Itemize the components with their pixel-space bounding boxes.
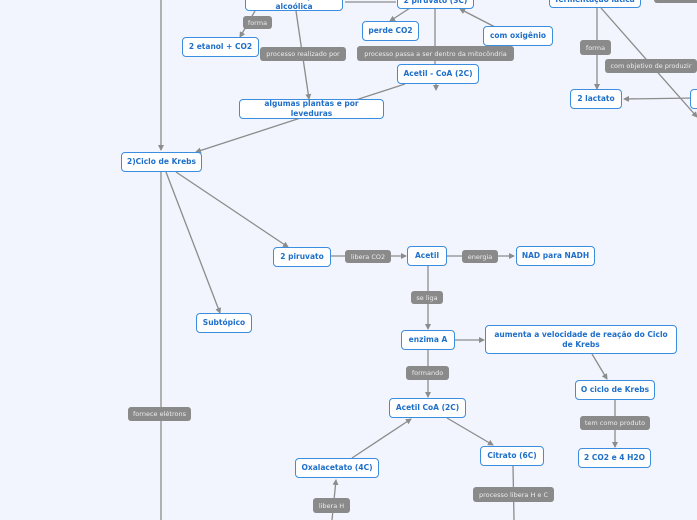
edge-label-se-liga: se liga xyxy=(411,291,443,304)
node-com-oxigenio[interactable]: com oxigênio xyxy=(483,26,553,46)
edge xyxy=(165,171,222,314)
node-partial-right[interactable] xyxy=(690,89,697,109)
node-nad-nadh[interactable]: NAD para NADH xyxy=(516,246,595,266)
node-etanol-co2[interactable]: 2 etanol + CO2 xyxy=(182,37,259,57)
edge-label-partial xyxy=(654,0,697,3)
edge-label-objetivo-produzir: com objetivo de produzir xyxy=(605,59,697,73)
edge-label-libera-h-c: processo libera H e C xyxy=(473,487,554,502)
edge-label-forma-2: forma xyxy=(580,40,611,55)
edge-label-processo-realizado: processo realizado por xyxy=(260,47,346,61)
node-ciclo-krebs-2[interactable]: O ciclo de Krebs xyxy=(575,380,655,400)
node-lactato[interactable]: 2 lactato xyxy=(570,89,622,109)
node-acetil-coa[interactable]: Acetil CoA (2C) xyxy=(389,398,466,418)
edge xyxy=(591,353,608,380)
node-ciclo-krebs[interactable]: 2)Ciclo de Krebs xyxy=(121,152,202,172)
node-citrato[interactable]: Citrato (6C) xyxy=(480,446,544,466)
node-co2-h2o[interactable]: 2 CO2 e 4 H2O xyxy=(578,448,651,468)
node-algumas-plantas[interactable]: algumas plantas e por leveduras xyxy=(239,99,384,119)
edge xyxy=(351,418,412,459)
edge-label-energia: energia xyxy=(462,250,498,263)
node-acetil[interactable]: Acetil xyxy=(407,246,447,266)
node-acetil-coa-top[interactable]: Acetil - CoA (2C) xyxy=(397,64,479,84)
node-fermentacao-latica[interactable]: fermentação lática xyxy=(549,0,641,8)
node-piruvato-2[interactable]: 2 piruvato xyxy=(273,247,331,267)
node-piruvato-3c[interactable]: 2 piruvato (3C) xyxy=(397,0,474,9)
edge xyxy=(175,171,289,248)
edge xyxy=(459,8,496,28)
edge-label-tem-como-produto: tem como produto xyxy=(580,416,650,430)
edge xyxy=(623,95,697,102)
edge-label-processo-mitocondria: processo passa a ser dentro da mitocôndr… xyxy=(357,46,514,61)
edge-label-fornece-eletrons: fornece elétrons xyxy=(128,407,191,421)
edge-label-forma: forma xyxy=(243,16,272,29)
node-oxalacetato[interactable]: Oxalacetato (4C) xyxy=(295,458,379,478)
edge xyxy=(389,7,411,22)
edge-label-formando: formando xyxy=(406,366,449,380)
edge-label-libera-h: libera H xyxy=(313,498,350,513)
node-aumenta-velocidade[interactable]: aumenta a velocidade de reação do Ciclo … xyxy=(485,325,677,354)
edge xyxy=(446,417,494,446)
node-enzima-a[interactable]: enzima A xyxy=(401,330,455,350)
node-perde-co2[interactable]: perde CO2 xyxy=(362,21,419,41)
node-fermentacao-alcoolica[interactable]: fermentação alcoólica xyxy=(245,0,343,11)
edge-label-libera-co2: libera CO2 xyxy=(345,250,391,263)
node-subtopico[interactable]: Subtópico xyxy=(196,313,252,333)
